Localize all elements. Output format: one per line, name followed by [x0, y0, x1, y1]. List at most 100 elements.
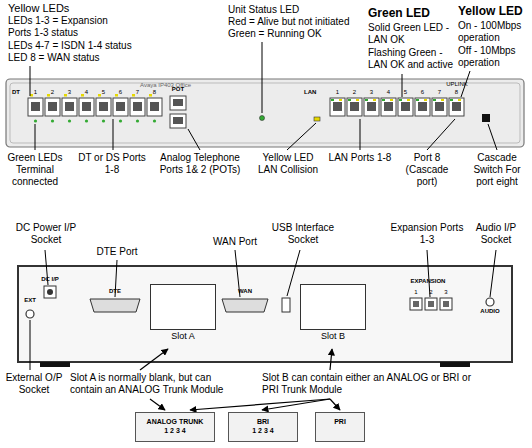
panel-marking: EXT — [18, 297, 42, 303]
lan-led — [365, 99, 368, 101]
callout-text: Cascade Switch For port eight — [464, 152, 530, 188]
yellow-led — [47, 94, 50, 97]
green-led — [153, 119, 156, 122]
rj45-socket — [367, 102, 376, 111]
panel-marking: POT — [164, 86, 192, 92]
rj45-socket — [384, 102, 393, 111]
panel-marking: 2 — [347, 89, 362, 95]
lan-led — [331, 99, 334, 101]
callout-text: WAN Port — [203, 236, 267, 248]
panel-marking: EXPANSION — [402, 278, 454, 284]
rj45-socket — [435, 102, 444, 111]
callout-text: Slot B can contain either an ANALOG or B… — [262, 372, 472, 396]
slot-bay: Slot A — [150, 284, 216, 330]
module-label: BRI — [229, 417, 297, 426]
rj45-port — [45, 98, 60, 116]
leader-lines — [30, 42, 497, 150]
expansion-socket — [428, 301, 434, 307]
rj45-socket — [418, 102, 427, 111]
module-label: 1 2 3 4 — [136, 426, 214, 435]
green-led — [136, 119, 139, 122]
rj45-port — [347, 98, 362, 116]
callout-text: Green LEDs Terminal connected — [2, 152, 68, 188]
front-panel-bezel — [10, 83, 520, 143]
panel-marking: 4 — [79, 89, 94, 95]
panel-marking: 3 — [440, 289, 452, 295]
dc-socket-pin — [47, 289, 53, 295]
leader-lines — [30, 250, 496, 370]
collision-led — [314, 117, 320, 121]
callout-text: Flashing Green - LAN OK and active — [368, 47, 454, 71]
rj45-socket — [82, 102, 91, 111]
green-led — [34, 119, 37, 122]
rj45-port — [130, 98, 145, 116]
pot-port — [170, 96, 186, 110]
speed-led — [458, 99, 461, 101]
callout-text: DT or DS Ports 1-8 — [76, 152, 148, 176]
panel-marking: 6 — [415, 89, 430, 95]
trunk-module: ANALOG TRUNK1 2 3 4 — [135, 412, 215, 442]
slot-label: Slot A — [151, 331, 215, 343]
panel-marking: WAN — [230, 288, 260, 294]
callout-text: LAN Ports 1-8 — [328, 152, 392, 164]
lan-led — [382, 99, 385, 101]
callout-text: Green LED — [368, 6, 452, 20]
slot-bay: Slot B — [300, 284, 366, 330]
rj45-socket — [116, 102, 125, 111]
pot-port-socket — [173, 99, 183, 106]
green-led — [102, 119, 105, 122]
expansion-socket — [413, 301, 419, 307]
front-panel — [6, 79, 524, 147]
expansion-port — [440, 298, 452, 310]
unit-status-led — [260, 116, 265, 121]
callout-text: Analog Telephone Ports 1& 2 (POTs) — [150, 152, 250, 176]
back-panel — [18, 266, 512, 362]
yellow-led — [98, 94, 101, 97]
speed-led — [407, 99, 410, 101]
module-label: ANALOG TRUNK — [136, 417, 214, 426]
panel-marking: 8 — [449, 89, 464, 95]
rj45-port — [28, 98, 43, 116]
panel-marking: 2 — [425, 289, 437, 295]
lan-led — [348, 99, 351, 101]
panel-marking: 5 — [96, 89, 111, 95]
rj45-port — [330, 98, 345, 116]
dc-socket — [44, 286, 56, 298]
expansion-ports — [410, 298, 452, 310]
panel-marking: 2 — [45, 89, 60, 95]
panel-marking: DTE — [100, 288, 130, 294]
speed-led — [373, 99, 376, 101]
panel-marking: 1 — [28, 89, 43, 95]
trunk-module: PRI — [315, 412, 365, 442]
callout-text: Green = Running OK — [228, 28, 368, 40]
module-label: PRI — [316, 417, 364, 426]
callout-text: Yellow LED — [458, 4, 530, 18]
panel-marking: 1 — [330, 89, 345, 95]
panel-marking: 4 — [381, 89, 396, 95]
callout-text: Unit Status LED — [228, 4, 358, 16]
rj45-socket — [150, 102, 159, 111]
rj45-socket — [350, 102, 359, 111]
panel-marking: 3 — [62, 89, 77, 95]
expansion-port — [425, 298, 437, 310]
speed-led — [441, 99, 444, 101]
rj45-socket — [333, 102, 342, 111]
trunk-module: BRI1 2 3 4 — [228, 412, 298, 442]
panel-marking: Avaya IP403 Office — [140, 82, 230, 88]
panel-marking: 7 — [432, 89, 447, 95]
pot-port-socket — [173, 117, 183, 124]
speed-led — [356, 99, 359, 101]
callout-text: Port 8 (Cascade port) — [394, 152, 460, 188]
callout-text: Slot A is normally blank, but can contai… — [70, 372, 242, 396]
lan-led — [433, 99, 436, 101]
rj45-socket — [31, 102, 40, 111]
yellow-led — [81, 94, 84, 97]
foot — [440, 362, 470, 367]
rj45-port — [96, 98, 111, 116]
panel-marking: 5 — [398, 89, 413, 95]
lan-led — [450, 99, 453, 101]
cascade-switch — [482, 114, 490, 122]
callout-text: DC Power I/P Socket — [8, 222, 84, 246]
rj45-port — [398, 98, 413, 116]
dte-port — [90, 299, 140, 312]
